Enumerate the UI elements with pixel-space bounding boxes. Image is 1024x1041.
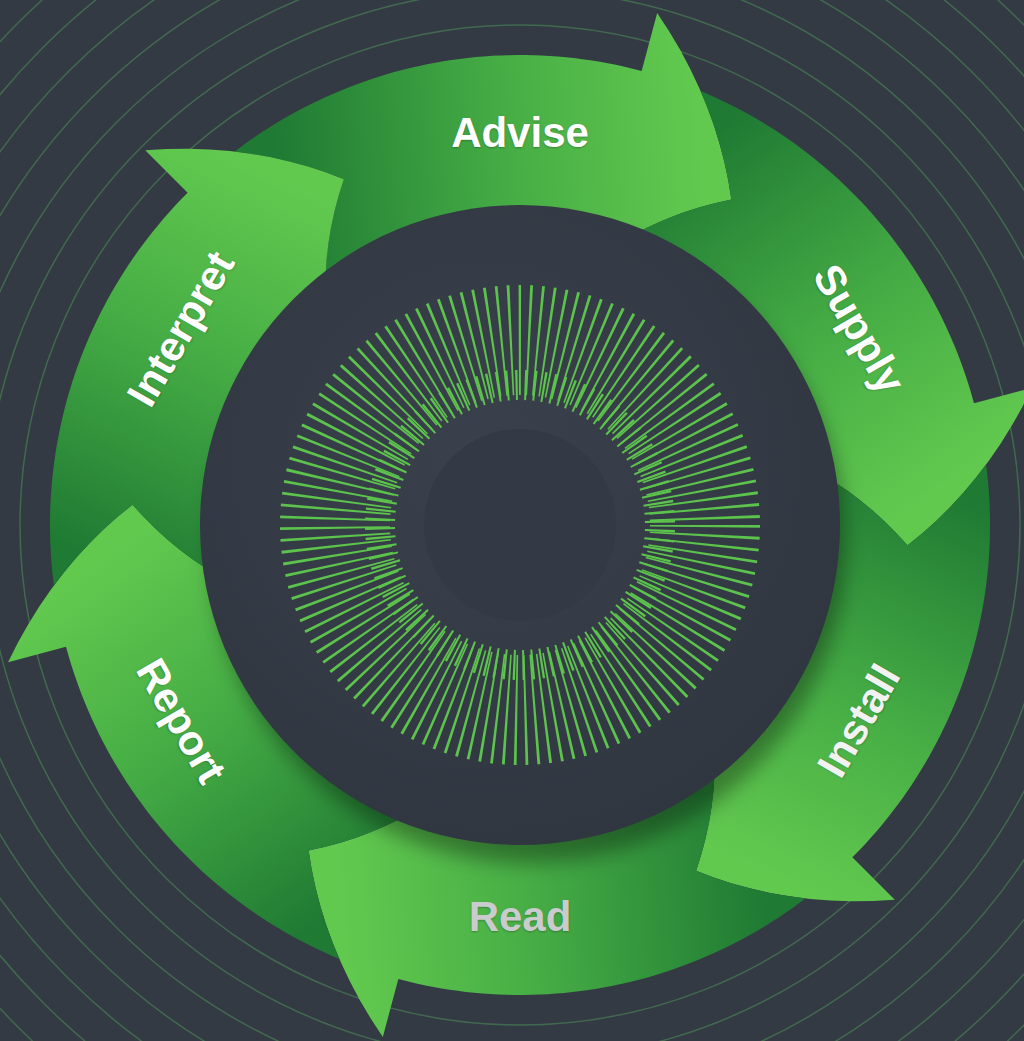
center-hub [424, 429, 616, 621]
radial-ticks [335, 340, 705, 710]
arrow-segment [696, 465, 990, 902]
step-label: Advise [451, 112, 589, 154]
arrow-shape [696, 464, 990, 902]
cycle-arrow: Interpret [50, 148, 344, 586]
radial-ticks-inner [380, 385, 660, 665]
step-label: Read [469, 896, 572, 938]
center-disc [200, 205, 840, 845]
arrow-shape [50, 148, 344, 586]
arrow-segment [50, 149, 344, 586]
cycle-arrow: Install [696, 464, 990, 902]
disc-shadow [210, 227, 846, 863]
